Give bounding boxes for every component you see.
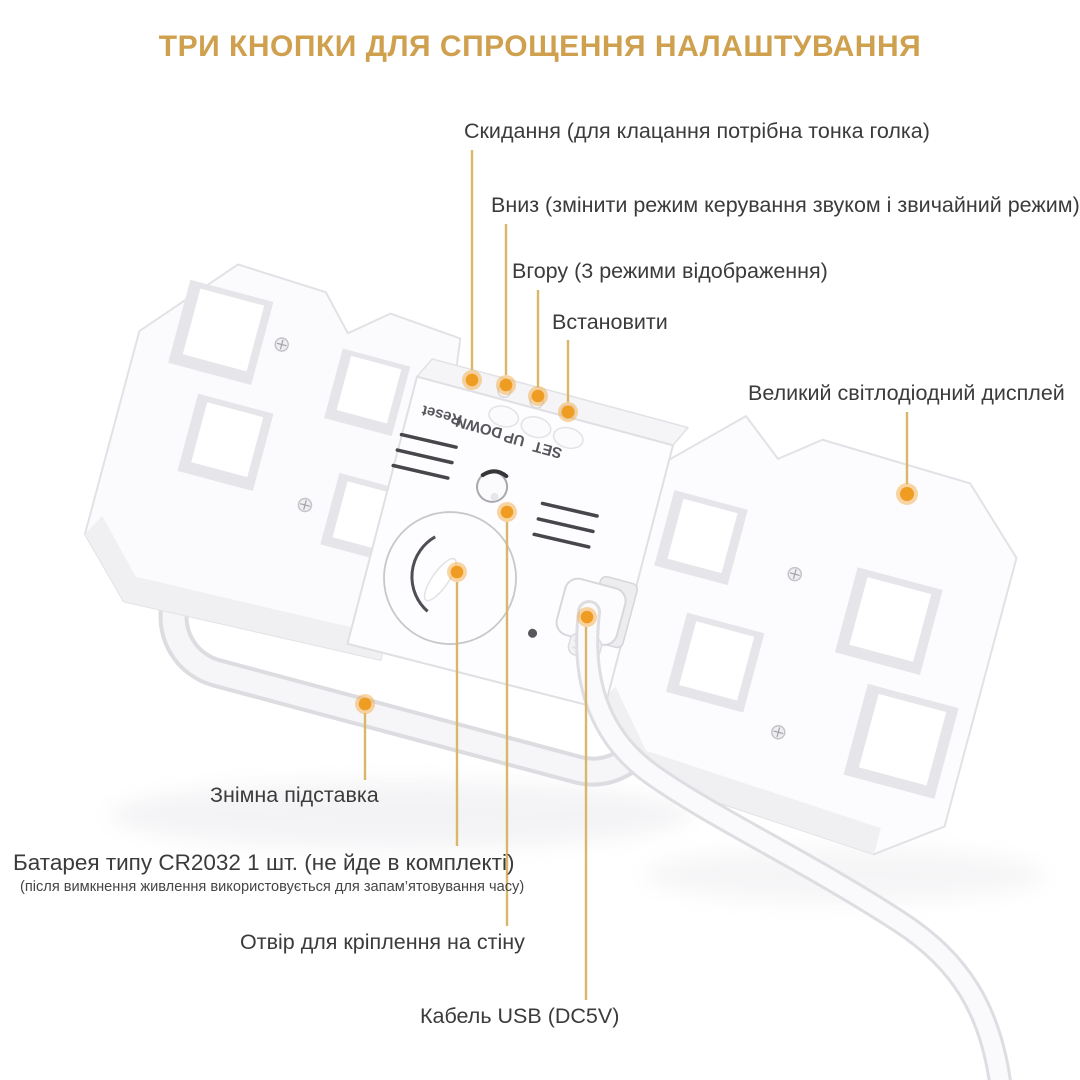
screw [787, 566, 803, 582]
screw [274, 337, 289, 352]
annotation-label-up: Вгору (3 режими відображення) [512, 259, 828, 283]
screw [297, 497, 313, 513]
screw [771, 725, 786, 740]
panel-hole [528, 628, 538, 638]
target-dot-reset [462, 370, 482, 390]
button-bump [488, 405, 520, 428]
digit-window [834, 567, 943, 675]
target-dots [355, 370, 918, 714]
leader-lines [363, 150, 909, 1000]
digit-slab-left [83, 263, 462, 661]
battery-label-sub: (після вимкнення живлення використовуєть… [20, 879, 525, 896]
target-dot-stand [355, 694, 375, 714]
digit-window [324, 348, 411, 437]
battery-label-main: Батарея типу CR2032 1 шт. (не йде в комп… [13, 850, 515, 875]
usb-cable [575, 600, 1012, 1080]
target-dot-set [558, 402, 578, 422]
clock-back: Reset DOWN UP SET [83, 263, 1018, 856]
wall-mount-hole [476, 469, 509, 503]
target-dot-up [528, 386, 548, 406]
annotation-label-battery: Батарея типу CR2032 1 шт. (не йде в комп… [13, 849, 524, 896]
shadow [110, 781, 690, 849]
digit-window [168, 279, 274, 386]
digit-window [843, 683, 959, 799]
annotation-label-set: Встановити [552, 310, 668, 334]
target-dot-battery [447, 562, 467, 582]
button-label-set: SET [531, 437, 564, 461]
digit-window [654, 490, 748, 586]
target-dot-down [496, 375, 516, 395]
page-title: ТРИ КНОПКИ ДЛЯ СПРОЩЕННЯ НАЛАШТУВАННЯ [158, 30, 922, 63]
digit-window [665, 612, 765, 713]
annotation-label-reset: Скидання (для клацання потрібна тонка го… [464, 119, 930, 143]
button-bump [520, 416, 552, 439]
target-dot-wallhole [497, 502, 517, 522]
target-dot-display [896, 483, 918, 505]
annotation-label-display: Великий світлодіодний дисплей [748, 381, 1065, 405]
vent-slats [532, 501, 599, 549]
digit-slab-right [597, 415, 1018, 856]
annotation-label-down: Вниз (змінити режим керування звуком і з… [491, 193, 1080, 217]
button-bump [552, 426, 584, 450]
digit-window [177, 393, 274, 492]
annotation-label-usb: Кабель USB (DC5V) [420, 1004, 620, 1028]
button-label-up: UP [502, 428, 527, 450]
vent-slats [391, 432, 458, 480]
annotation-label-stand: Знімна підставка [210, 783, 379, 807]
target-dot-usb [577, 607, 597, 627]
annotation-label-wall-hole: Отвір для кріплення на стіну [240, 930, 525, 954]
